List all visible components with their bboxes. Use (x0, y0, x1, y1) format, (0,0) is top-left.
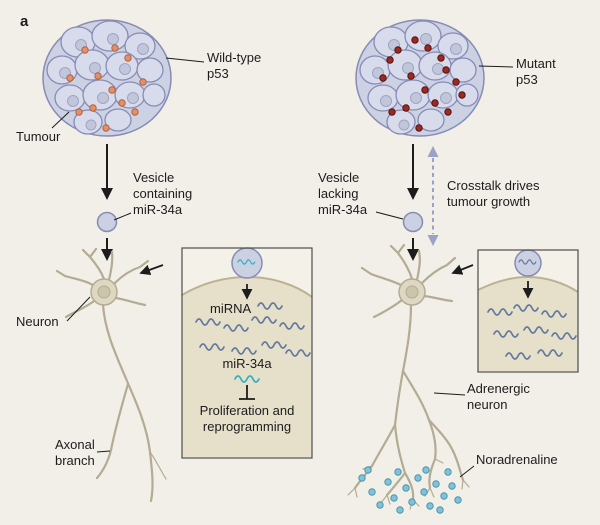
vesicle-containing-label: Vesicle containing miR-34a (133, 170, 193, 217)
tumour-right-cells (359, 20, 479, 135)
axon-left (101, 303, 154, 503)
leader-vesicle-left (113, 212, 132, 221)
panel-label: a (20, 13, 29, 30)
leader-neuron (66, 296, 91, 322)
noradrenaline-dots (358, 466, 462, 514)
mirna-label: miRNA (210, 301, 252, 316)
inset-panel-left (181, 247, 313, 459)
leader-tumour (51, 111, 70, 129)
leader-axonal-branch (96, 450, 111, 453)
leader-mutant (478, 65, 514, 68)
tumour-label: Tumour (16, 129, 61, 144)
inset-panel-right (477, 249, 579, 373)
crosstalk-arrowheads (427, 146, 439, 246)
vesicle-right (402, 211, 424, 233)
mir34a-label: miR-34a (222, 356, 272, 371)
leader-noradrenaline (459, 465, 475, 478)
adrenergic-neuron-label: Adrenergic neuron (467, 381, 530, 412)
leader-vesicle-right (375, 211, 404, 220)
tumour-right (355, 19, 485, 137)
neuron-label: Neuron (16, 314, 59, 329)
inset-vesicle-left (231, 247, 263, 279)
neuron-left (55, 247, 167, 503)
wild-type-p53-label: Wild-type p53 (207, 50, 262, 81)
tumour-left (42, 19, 172, 137)
axon-right (401, 303, 413, 373)
vesicle-left (96, 211, 118, 233)
inset-entry-arrow-right (451, 264, 474, 275)
axonal-branch-label: Axonal branch (55, 437, 95, 468)
label-leaders (51, 57, 514, 478)
leader-wild-type (165, 57, 205, 63)
proliferation-reprogramming-label: Proliferation and reprogramming (199, 403, 295, 434)
adrenergic-neuron (347, 243, 470, 510)
inset-entry-arrow-left (139, 264, 164, 275)
noradrenaline-label: Noradrenaline (476, 452, 558, 467)
mutant-p53-dots (379, 36, 466, 132)
inset-vesicle-right (514, 249, 542, 277)
cell-membrane-right (477, 275, 579, 293)
crosstalk-arrow (427, 146, 439, 246)
axonal-branch-path (95, 382, 130, 480)
mutant-p53-label: Mutant p53 (516, 56, 556, 87)
wild-type-p53-dots (66, 44, 147, 132)
crosstalk-label: Crosstalk drives tumour growth (447, 178, 540, 209)
inhibition-bar (239, 385, 255, 400)
leader-adrenergic (433, 392, 466, 396)
vesicle-lacking-label: Vesicle lacking miR-34a (318, 170, 368, 217)
neuron-cytoplasm-right (478, 277, 578, 371)
